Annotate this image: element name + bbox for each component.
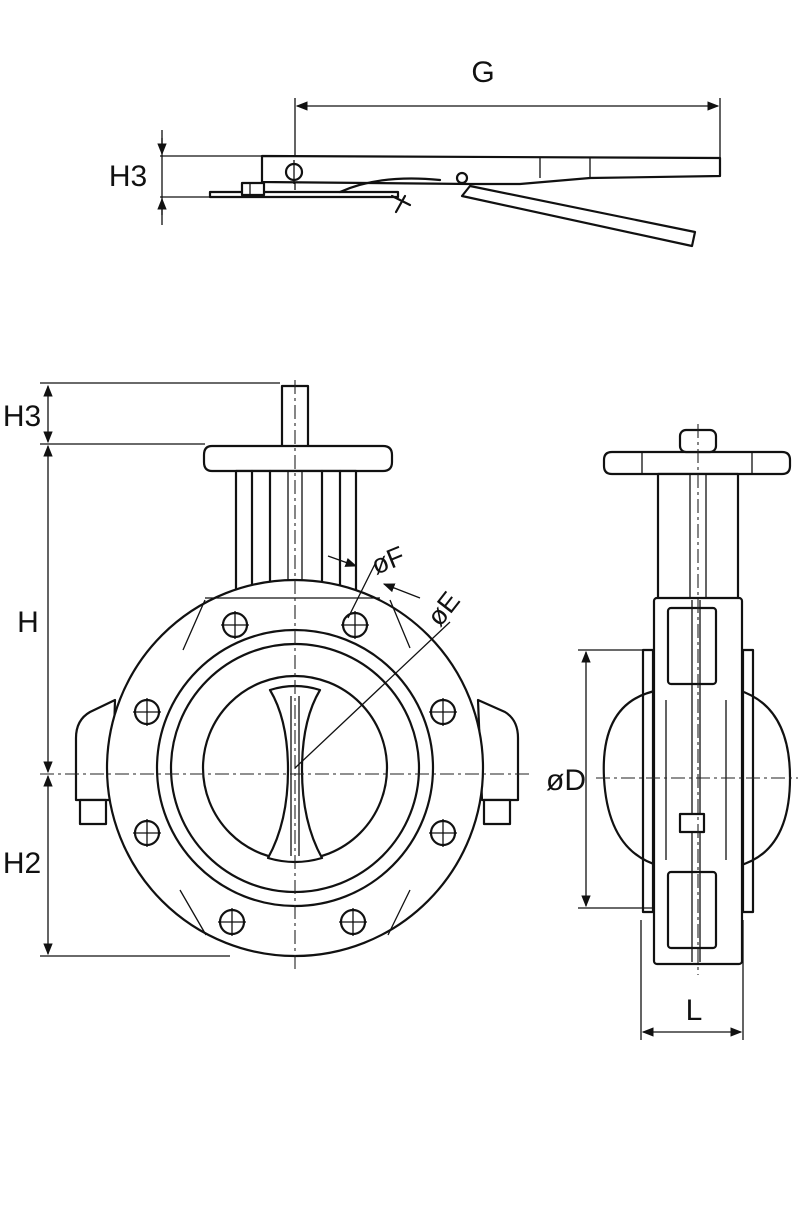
side-view: øD L bbox=[546, 424, 798, 1040]
dimension-h2-label: H2 bbox=[3, 847, 41, 880]
dimension-l-label: L bbox=[686, 994, 703, 1027]
valve-neck bbox=[234, 469, 358, 594]
dimension-h3-top-label: H3 bbox=[109, 160, 147, 193]
dimension-h2: H2 bbox=[3, 774, 230, 957]
dimension-g-label: G bbox=[471, 56, 494, 89]
dimension-e-label: øE bbox=[421, 586, 466, 632]
dimension-f-label: øF bbox=[367, 540, 409, 580]
bolt-hole bbox=[133, 698, 161, 726]
top-mounting-flange bbox=[202, 444, 394, 473]
side-top-flange bbox=[602, 450, 792, 476]
lever-handle bbox=[208, 154, 722, 248]
dimension-d: øD bbox=[546, 649, 652, 909]
bolt-hole bbox=[218, 908, 246, 936]
bolt-hole bbox=[221, 611, 249, 639]
top-view: G H3 bbox=[109, 56, 722, 248]
bolt-hole bbox=[339, 908, 367, 936]
dimension-h3-front-label: H3 bbox=[3, 400, 41, 433]
dimension-h3-front: H3 bbox=[3, 382, 280, 445]
dimension-d-label: øD bbox=[546, 764, 586, 797]
bolt-hole bbox=[133, 819, 161, 847]
dimension-l: L bbox=[640, 920, 744, 1040]
bolt-hole bbox=[341, 611, 369, 639]
dimension-h: H bbox=[17, 444, 53, 774]
dimension-h-label: H bbox=[17, 606, 39, 639]
dimension-h3-top: H3 bbox=[109, 130, 262, 225]
front-view: H3 H H2 bbox=[3, 380, 530, 970]
bolt-holes bbox=[133, 611, 457, 936]
bolt-hole bbox=[429, 819, 457, 847]
bolt-hole bbox=[429, 698, 457, 726]
